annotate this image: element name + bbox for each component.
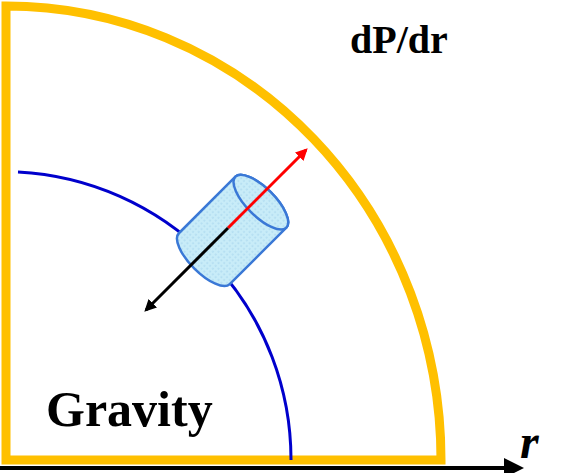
axis-label: r bbox=[520, 418, 539, 466]
star-quadrant bbox=[6, 6, 441, 460]
gravity-label: Gravity bbox=[46, 384, 213, 434]
gravity-arrow bbox=[146, 228, 228, 310]
radius-axis bbox=[0, 466, 520, 470]
pressure-arrow bbox=[228, 150, 306, 228]
fluid-element bbox=[169, 167, 296, 294]
pressure-gradient-label: dP/dr bbox=[350, 20, 448, 60]
